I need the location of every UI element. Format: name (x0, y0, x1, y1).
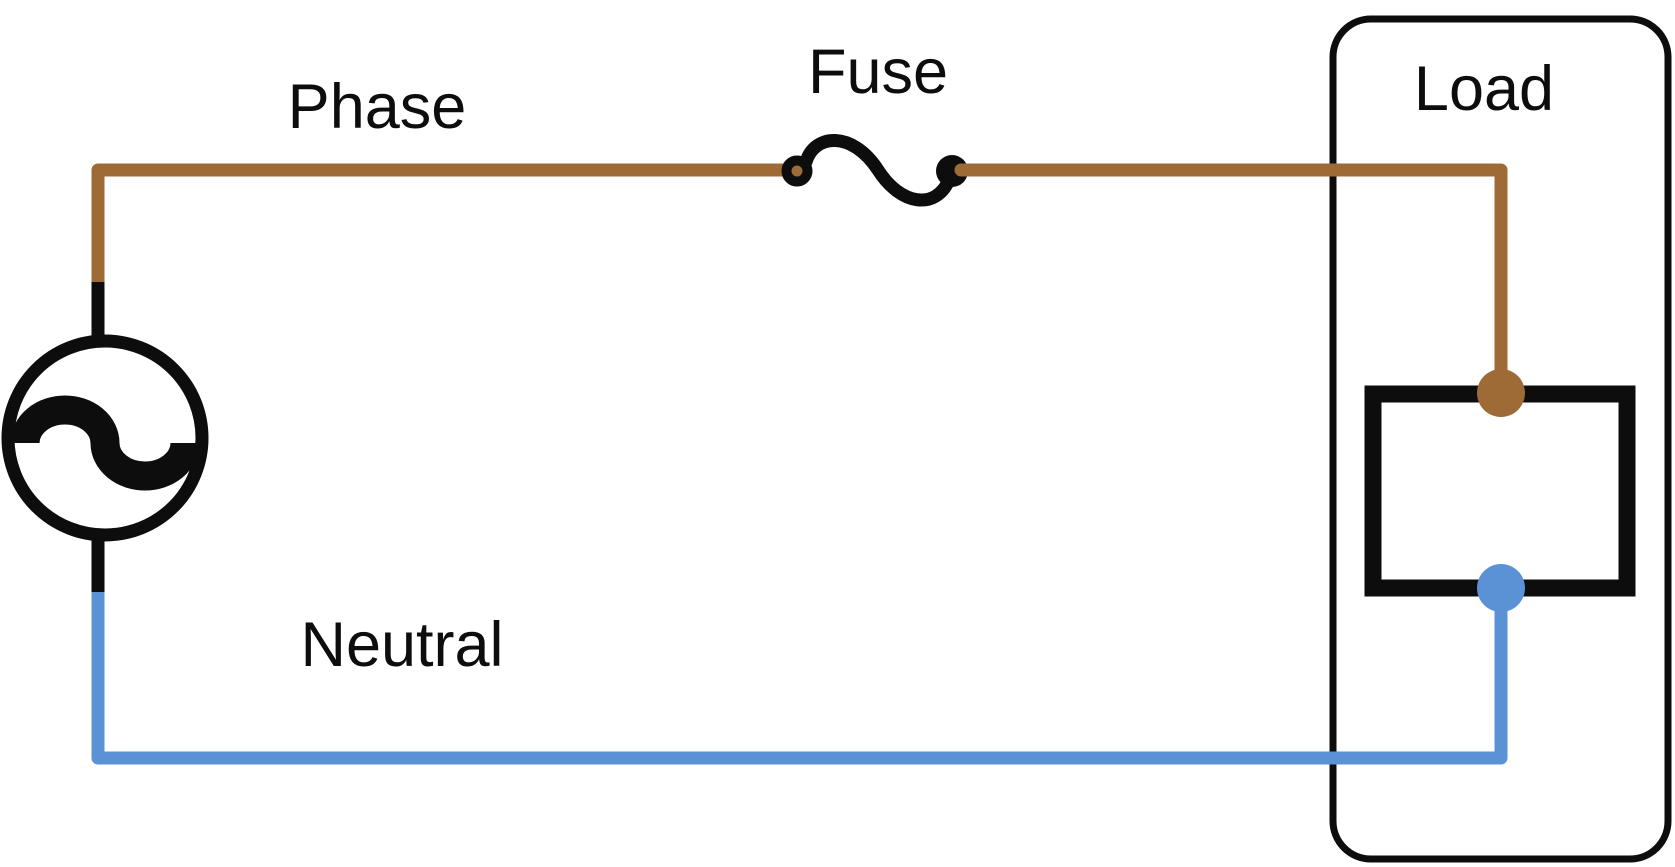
load-neutral-terminal-dot (1477, 564, 1525, 612)
neutral-label: Neutral (300, 610, 503, 680)
phase-label: Phase (288, 72, 467, 142)
phase-wire-right-segment (954, 163, 1508, 387)
fuse-label: Fuse (808, 37, 948, 107)
load-element-box (1364, 385, 1636, 597)
sine-wave-icon (10, 395, 200, 491)
load-phase-terminal-dot (1477, 369, 1525, 417)
neutral-wire (91, 586, 1508, 765)
phase-wire-left-segment (91, 163, 804, 299)
fuse-symbol (781, 134, 968, 207)
load-label: Load (1414, 54, 1554, 124)
ac-source-symbol (1, 334, 209, 542)
fuse-left-terminal (781, 155, 813, 187)
fuse-wave-link (799, 134, 956, 207)
fuse-right-terminal (936, 155, 968, 187)
